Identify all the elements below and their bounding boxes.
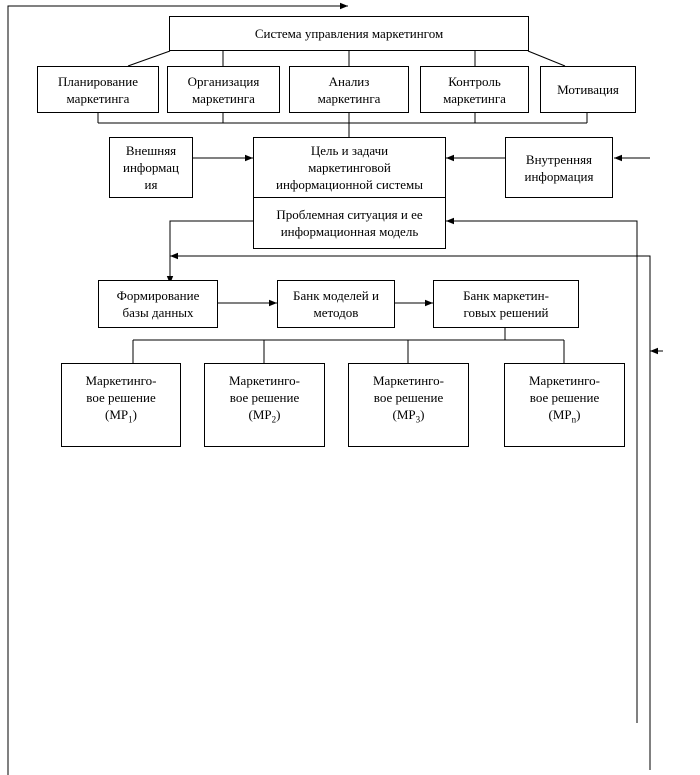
analysis-box: Анализ маркетинга (289, 66, 409, 113)
decision-label: Маркетинго- вое решение (528, 373, 601, 405)
database-formation-box: Формирование базы данных (98, 280, 218, 328)
marketing-decision-box-1: Маркетинго- вое решение (МР1) (61, 363, 181, 447)
arrow-problem-to-database (166, 220, 253, 284)
decision-label: Маркетинго- вое решение (372, 373, 445, 405)
decision-code: (МР1) (105, 407, 137, 425)
models-bank-box: Банк моделей и методов (277, 280, 395, 328)
planning-box: Планирование маркетинга (37, 66, 159, 113)
decision-code: (МР3) (392, 407, 425, 425)
feedback-to-problem (446, 217, 638, 723)
marketing-management-system-box: Система управления маркетингом (169, 16, 529, 51)
control-box: Контроль маркетинга (420, 66, 529, 113)
feedback-to-database (170, 252, 651, 770)
connector-line (527, 50, 566, 67)
marketing-decision-box-n: Маркетинго- вое решение (МРn) (504, 363, 625, 447)
decisions-bank-box: Банк маркетин- говых решений (433, 280, 579, 328)
motivation-box: Мотивация (540, 66, 636, 113)
decision-label: Маркетинго- вое решение (228, 373, 301, 405)
decision-code: (МР2) (248, 407, 281, 425)
internal-information-box: Внутренняя информация (505, 137, 613, 198)
organization-box: Организация маркетинга (167, 66, 280, 113)
marketing-decision-box-2: Маркетинго- вое решение (МР2) (204, 363, 325, 447)
goal-box: Цель и задачи маркетинговой информационн… (253, 137, 446, 198)
connector-line (127, 50, 171, 67)
external-information-box: Внешняя информац ия (109, 137, 193, 198)
decision-code: (МРn) (548, 407, 581, 425)
outer-feedback-loop (7, 2, 348, 775)
problem-situation-box: Проблемная ситуация и ее информационная … (253, 197, 446, 249)
decision-label: Маркетинго- вое решение (85, 373, 157, 405)
marketing-decision-box-3: Маркетинго- вое решение (МР3) (348, 363, 469, 447)
